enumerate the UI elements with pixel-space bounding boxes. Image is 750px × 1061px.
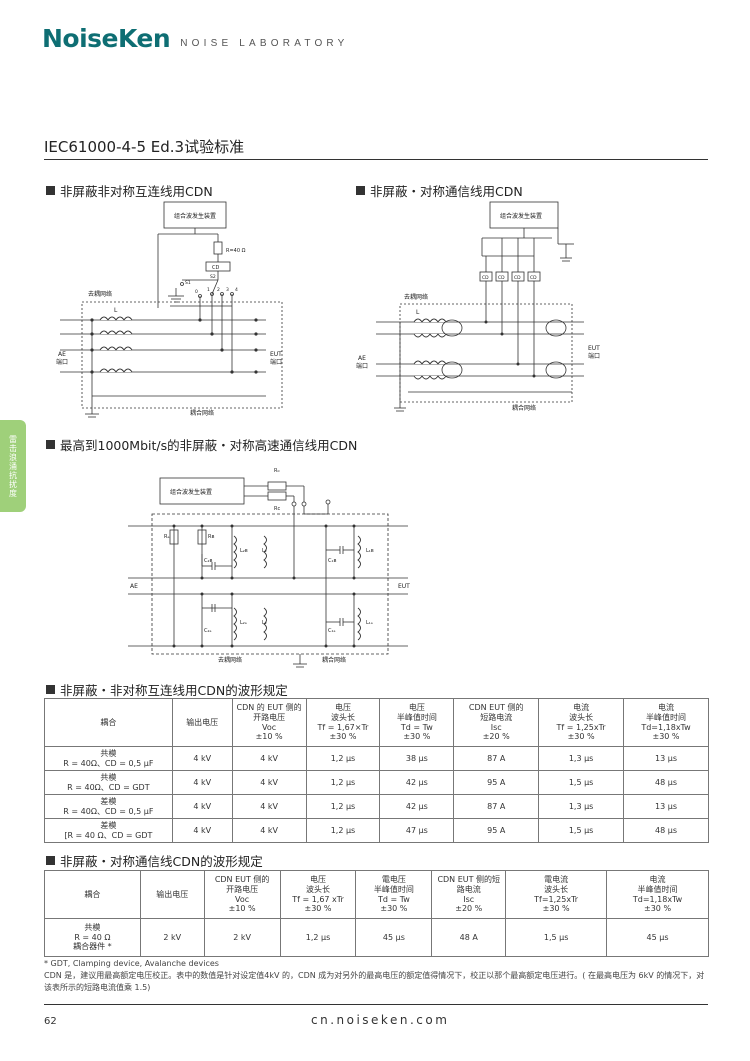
table-header: 电流 半峰值时间 Td=1,18xTw ±30 %: [606, 870, 709, 919]
side-chapter-tab[interactable]: 雷击浪涌抗扰度: [0, 420, 26, 512]
d1-coupling-label: 耦合网络: [190, 409, 214, 417]
section-heading-2: 非屏蔽・对称通信线用CDN: [356, 181, 523, 200]
logo-tagline: NOISE LABORATORY: [180, 38, 349, 49]
d2-ae-port-label: 端口: [356, 362, 368, 370]
svg-text:L₁ₐ: L₁ₐ: [366, 620, 373, 626]
section-heading-4: 非屏蔽・非对称互连线用CDN的波形规定: [46, 680, 288, 699]
table-header: 电压 半峰值时间 Td = Tw ±30 %: [379, 698, 455, 747]
svg-text:L₂ₐ: L₂ₐ: [240, 620, 247, 626]
footnote-cdn: CDN 是，建议用最高额定电压校正。表中的数值是针对设定值4kV 的，CDN 成…: [44, 971, 705, 992]
svg-text:L₁ʙ: L₁ʙ: [366, 548, 374, 554]
svg-text:C₂ₐ: C₂ₐ: [204, 628, 211, 634]
d1-eut-port-label: 端口: [270, 358, 282, 366]
d1-ae-port-label: 端口: [56, 358, 68, 366]
table-header: 耦合: [44, 698, 173, 747]
square-bullet-icon: [46, 856, 55, 865]
d3-generator-label: 组合波发生装置: [170, 488, 212, 496]
svg-text:Rʙ: Rʙ: [208, 534, 214, 540]
svg-text:Rₐ: Rₐ: [164, 534, 169, 540]
d1-s2-label: S2: [210, 274, 216, 280]
svg-text:4: 4: [235, 287, 238, 293]
table-header: 电压 波头长 Tf = 1,67 xTr ±30 %: [279, 870, 357, 919]
d3-ae-label: AE: [130, 583, 138, 590]
page-number: 62: [44, 1016, 57, 1027]
svg-text:Rᴄ: Rᴄ: [274, 506, 280, 512]
table-header: 電电压 半峰值时间 Td = Tw ±30 %: [355, 870, 433, 919]
svg-text:2: 2: [217, 287, 220, 293]
square-bullet-icon: [356, 186, 365, 195]
footnote-gdt: * GDT, Clamping device, Avalanche device…: [44, 959, 219, 968]
d1-cd-label: CD: [212, 265, 219, 271]
svg-text:L₂ʙ: L₂ʙ: [240, 548, 248, 554]
d1-eut-label: EUT: [270, 351, 282, 358]
diagram-unshielded-symmetric-cdn: 组合波发生装置 CD CD CD CD 去耦网络 L AE 端口 EUT 端口 …: [356, 201, 600, 412]
table-header: CDN EUT 侧的 开路电压 Voc ±10 %: [203, 870, 281, 919]
diagram-high-speed-symmetric-cdn: 组合波发生装置 R₀ Rᴄ Rₐ Rʙ C₂ʙ L₂ʙ L₂ C₁ʙ L₁ʙ C…: [128, 468, 410, 668]
page-title: IEC61000-4-5 Ed.3试验标准: [44, 138, 245, 156]
d2-generator-label: 组合波发生装置: [500, 212, 542, 220]
square-bullet-icon: [46, 685, 55, 694]
table-header: 输出电压: [171, 698, 233, 747]
waveform-table-symmetric: 耦合 输出电压 CDN EUT 侧的 开路电压 Voc ±10 % 电压 波头长…: [44, 870, 709, 957]
svg-text:CD: CD: [514, 275, 521, 281]
svg-text:C₁ₐ: C₁ₐ: [328, 628, 335, 634]
table-header: 電电流 波头长 Tf=1,25xTr ±30 %: [505, 870, 608, 919]
d3-eut-label: EUT: [398, 583, 410, 590]
svg-text:L₂: L₂: [262, 548, 267, 554]
section-heading-5: 非屏蔽・对称通信线CDN的波形规定: [46, 851, 263, 870]
d3-coupling-label: 耦合网络: [322, 656, 346, 664]
logo-wordmark: NoiseKen: [42, 24, 171, 53]
d1-resistor-label: R=40 Ω: [226, 248, 246, 254]
svg-text:CD: CD: [482, 275, 489, 281]
svg-text:1: 1: [207, 287, 210, 293]
brand-logo: NoiseKen NOISE LABORATORY: [42, 26, 349, 51]
d2-eut-label: EUT: [588, 345, 600, 352]
d2-inductor-label: L: [416, 309, 420, 316]
d1-s1-label: S1: [185, 280, 191, 286]
table-header: CDN EUT 侧的 短路电流 Isc ±20 %: [453, 698, 540, 747]
table-header: CDN EUT 侧的短 路电流 Isc ±20 %: [431, 870, 507, 919]
d2-eut-port-label: 端口: [588, 352, 600, 360]
d1-decoupling-label: 去耦网络: [88, 290, 112, 298]
d2-ae-label: AE: [358, 355, 366, 362]
d1-inductor-label: L: [114, 307, 118, 314]
table-header: 电流 波头长 Tf = 1,25xTr ±30 %: [538, 698, 625, 747]
table-header: CDN 的 EUT 侧的 开路电压 Voc ±10 %: [231, 698, 307, 747]
svg-text:3: 3: [226, 287, 229, 293]
table-header: 电压 波头长 Tf = 1,67×Tr ±30 %: [305, 698, 381, 747]
diagram-unshielded-asymmetric-cdn: 组合波发生装置 R=40 Ω CD S1 S2 0 1 2 3 4 去耦网络 L…: [56, 201, 283, 418]
svg-text:L₂: L₂: [262, 620, 267, 626]
svg-text:R₀: R₀: [274, 468, 279, 474]
square-bullet-icon: [46, 440, 55, 449]
svg-text:C₂ʙ: C₂ʙ: [204, 558, 212, 564]
section-heading-1: 非屏蔽非对称互连线用CDN: [46, 181, 213, 200]
d1-generator-label: 组合波发生装置: [174, 212, 216, 220]
title-divider: [44, 159, 708, 160]
footer-divider: [44, 1004, 708, 1005]
section-heading-3: 最高到1000Mbit/s的非屏蔽・对称高速通信线用CDN: [46, 435, 357, 454]
waveform-table-asymmetric: 耦合 输出电压 CDN 的 EUT 侧的 开路电压 Voc ±10 % 电压 波…: [44, 698, 709, 843]
svg-text:C₁ʙ: C₁ʙ: [328, 558, 336, 564]
footer-url-link[interactable]: cn.noiseken.com: [311, 1013, 450, 1027]
table-header: 输出电压: [139, 870, 205, 919]
d2-decoupling-label: 去耦网络: [404, 293, 428, 301]
d2-coupling-label: 耦合网络: [512, 404, 536, 412]
table-header: 耦合: [44, 870, 141, 919]
svg-text:0: 0: [195, 289, 198, 295]
square-bullet-icon: [46, 186, 55, 195]
d1-ae-label: AE: [58, 351, 66, 358]
svg-text:CD: CD: [498, 275, 505, 281]
svg-text:CD: CD: [530, 275, 537, 281]
table-header: 电流 半峰值时间 Td=1,18xTw ±30 %: [623, 698, 709, 747]
d3-decoupling-label: 去耦网络: [218, 656, 242, 664]
